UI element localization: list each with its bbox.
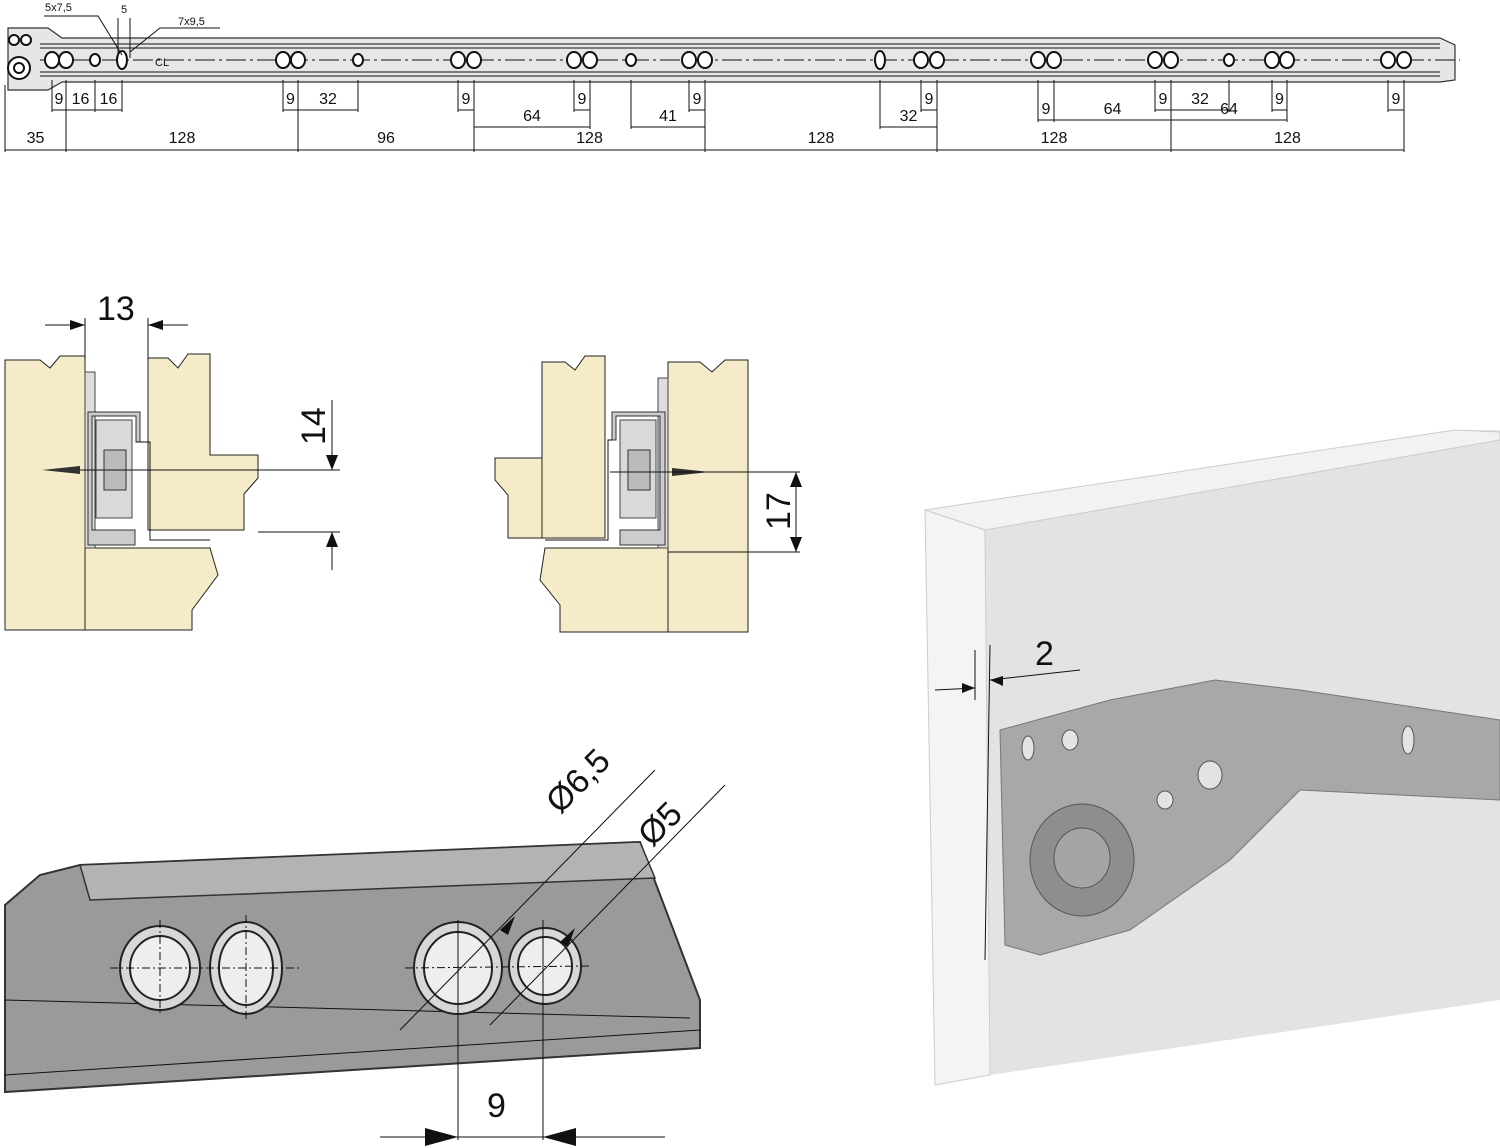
dimension-lines: 9 16 16 9 32 9 9 64 41 9 32 9 9 64 9 32 64 9 9 35 128 96 128 12… bbox=[4, 80, 1405, 152]
mounting-hole bbox=[58, 51, 74, 69]
dimension-9: 9 bbox=[1042, 101, 1051, 118]
dimension-32: 32 bbox=[900, 108, 918, 125]
centerline-label: CL bbox=[155, 57, 169, 69]
dimension-41: 41 bbox=[659, 108, 677, 125]
dimension-9: 9 bbox=[693, 91, 702, 108]
mounting-hole bbox=[697, 51, 713, 69]
overall-dimension-96: 96 bbox=[377, 130, 395, 147]
mounting-hole bbox=[681, 51, 697, 69]
callout-slot-5x7-5: 5x7,5 bbox=[45, 2, 72, 14]
dimension-16: 16 bbox=[72, 91, 90, 108]
dimension-17: 17 bbox=[760, 492, 798, 530]
mounting-hole bbox=[89, 53, 101, 67]
cross-section-left: 14 13 bbox=[4, 290, 340, 631]
overall-dimension-128: 128 bbox=[169, 130, 196, 147]
dimension-16: 16 bbox=[100, 91, 118, 108]
mounting-hole bbox=[290, 51, 306, 69]
mounting-hole bbox=[582, 51, 598, 69]
mounting-hole bbox=[1163, 51, 1179, 69]
overall-dimension-128: 128 bbox=[576, 130, 603, 147]
dimension-14: 14 bbox=[295, 407, 333, 445]
mounting-hole bbox=[1147, 51, 1163, 69]
dimension-9: 9 bbox=[55, 91, 64, 108]
dimension-32: 32 bbox=[319, 91, 337, 108]
mounting-hole bbox=[1223, 53, 1235, 67]
rail-body bbox=[7, 27, 1456, 91]
mounting-hole bbox=[566, 51, 582, 69]
dimension-64: 64 bbox=[523, 108, 541, 125]
dimension-9: 9 bbox=[1159, 91, 1168, 108]
mounting-hole bbox=[352, 53, 364, 67]
callout-slot-7x9-5: 7x9,5 bbox=[178, 16, 205, 28]
mounting-hole bbox=[1279, 51, 1295, 69]
diameter-6-5-label: Ø6,5 bbox=[539, 742, 618, 821]
mounting-hole bbox=[116, 50, 128, 70]
dimension-9: 9 bbox=[1275, 91, 1284, 108]
mounting-view: 2 bbox=[924, 429, 1500, 1086]
mounting-hole bbox=[1380, 51, 1396, 69]
mounting-hole bbox=[44, 51, 60, 69]
cross-section-right: 17 bbox=[494, 355, 802, 633]
dimension-13: 13 bbox=[97, 290, 135, 328]
rail-closeup: Ø6,5 Ø5 9 bbox=[4, 742, 726, 1146]
mounting-hole bbox=[1264, 51, 1280, 69]
dimension-9: 9 bbox=[286, 91, 295, 108]
dimension-9: 9 bbox=[925, 91, 934, 108]
overall-dimension-35: 35 bbox=[27, 130, 45, 147]
hole-spacing-9-label: 9 bbox=[487, 1087, 506, 1125]
mounting-hole bbox=[1396, 51, 1412, 69]
setback-2-label: 2 bbox=[1035, 635, 1054, 673]
mounting-hole bbox=[913, 51, 929, 69]
mounting-hole bbox=[275, 51, 291, 69]
mounting-holes bbox=[44, 50, 1412, 70]
dimension-64: 64 bbox=[1104, 101, 1122, 118]
mounting-hole bbox=[625, 53, 637, 67]
mounting-hole bbox=[874, 50, 886, 70]
mounting-hole bbox=[1030, 51, 1046, 69]
dimension-9: 9 bbox=[462, 91, 471, 108]
dimension-9: 9 bbox=[578, 91, 587, 108]
dimension-64: 64 bbox=[1220, 101, 1238, 118]
mounting-hole bbox=[1046, 51, 1062, 69]
mounting-hole bbox=[450, 51, 466, 69]
overall-dimension-128: 128 bbox=[808, 130, 835, 147]
mounting-hole bbox=[929, 51, 945, 69]
dimension-9: 9 bbox=[1392, 91, 1401, 108]
overall-dimension-128: 128 bbox=[1274, 130, 1301, 147]
mounting-hole bbox=[466, 51, 482, 69]
dimension-32: 32 bbox=[1191, 91, 1209, 108]
overall-dimension-128: 128 bbox=[1041, 130, 1068, 147]
callout-5: 5 bbox=[121, 4, 127, 16]
